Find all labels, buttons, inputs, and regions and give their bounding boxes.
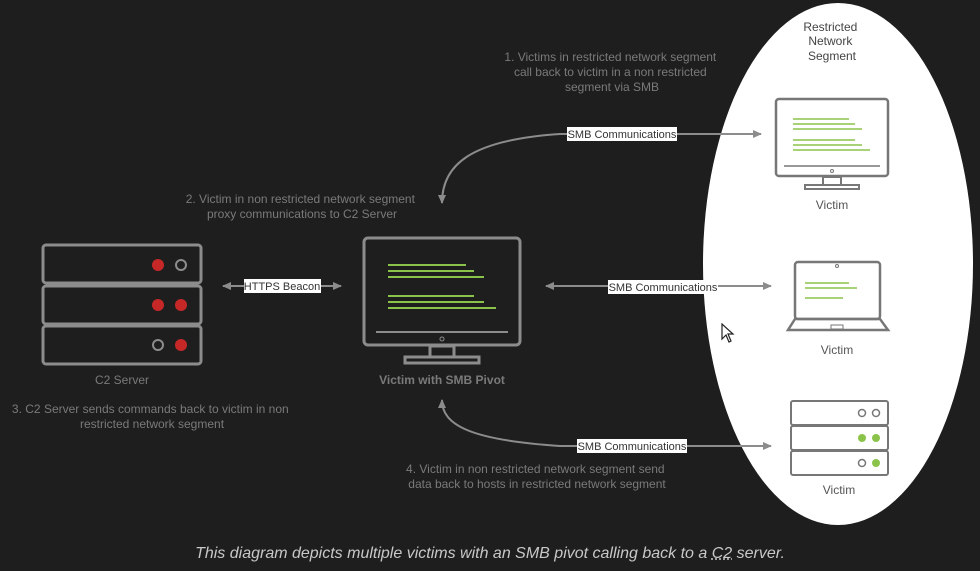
pivot-label: Victim with SMB Pivot [379, 373, 505, 387]
note-1: 1. Victims in restricted network segment… [504, 50, 719, 94]
segment-title: Restricted Network Segment [803, 20, 860, 63]
victim-laptop-icon [785, 260, 891, 332]
smb-label-top: SMB Communications [568, 129, 677, 141]
victim-server-lights [857, 408, 881, 468]
diagram-caption: This diagram depicts multiple victims wi… [0, 545, 980, 563]
smb-arrow-top [438, 130, 762, 204]
smb-arrow-bottom [438, 399, 772, 450]
caption-text-after: server. [732, 545, 785, 562]
c2-server-icon [41, 243, 203, 366]
note-3: 3. C2 Server sends commands back to vict… [12, 402, 292, 431]
victim-label-2: Victim [821, 343, 853, 357]
pivot-monitor-icon [362, 236, 522, 365]
https-label-box [244, 279, 321, 293]
restricted-segment-ellipse [703, 3, 973, 525]
smb-label-box-bottom [577, 439, 687, 453]
smb-label-box-top [567, 127, 677, 141]
victim-label-3: Victim [823, 483, 855, 497]
https-beacon-label: HTTPS Beacon [244, 281, 320, 293]
smb-label-bottom: SMB Communications [578, 441, 687, 453]
victim-server-icon [790, 400, 889, 476]
caption-text-before: This diagram depicts multiple victims wi… [195, 545, 712, 562]
victim-desktop-icon [774, 97, 890, 190]
smb-label-middle: SMB Communications [609, 282, 718, 294]
smb-label-box-middle [608, 280, 718, 294]
c2-server-label: C2 Server [95, 373, 149, 387]
note-2: 2. Victim in non restricted network segm… [186, 192, 419, 221]
mouse-cursor-icon [721, 323, 735, 343]
victim-label-1: Victim [816, 198, 848, 212]
note-4: 4. Victim in non restricted network segm… [406, 462, 668, 491]
c2-status-lights [152, 259, 187, 351]
caption-abbreviation[interactable]: C2 [711, 545, 733, 562]
